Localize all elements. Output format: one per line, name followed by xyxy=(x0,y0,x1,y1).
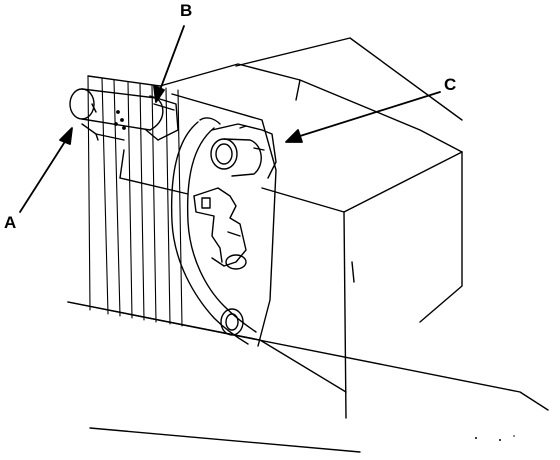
socket-b xyxy=(81,95,179,141)
reflector-ribs xyxy=(87,75,183,327)
wiring-harness xyxy=(170,117,257,345)
bulb-a xyxy=(69,88,164,131)
socket-c xyxy=(210,123,277,179)
arrow-a xyxy=(19,127,73,213)
speckles xyxy=(475,435,515,441)
retaining-clip xyxy=(193,187,247,270)
callout-label-c: C xyxy=(444,75,457,94)
arrow-b xyxy=(153,25,185,103)
callout-label-b: B xyxy=(180,1,193,20)
mounting-plate xyxy=(119,93,277,347)
grommet xyxy=(220,308,244,336)
arrow-c xyxy=(285,91,441,143)
leader-arrows xyxy=(19,25,441,213)
callout-label-a: A xyxy=(4,213,17,232)
